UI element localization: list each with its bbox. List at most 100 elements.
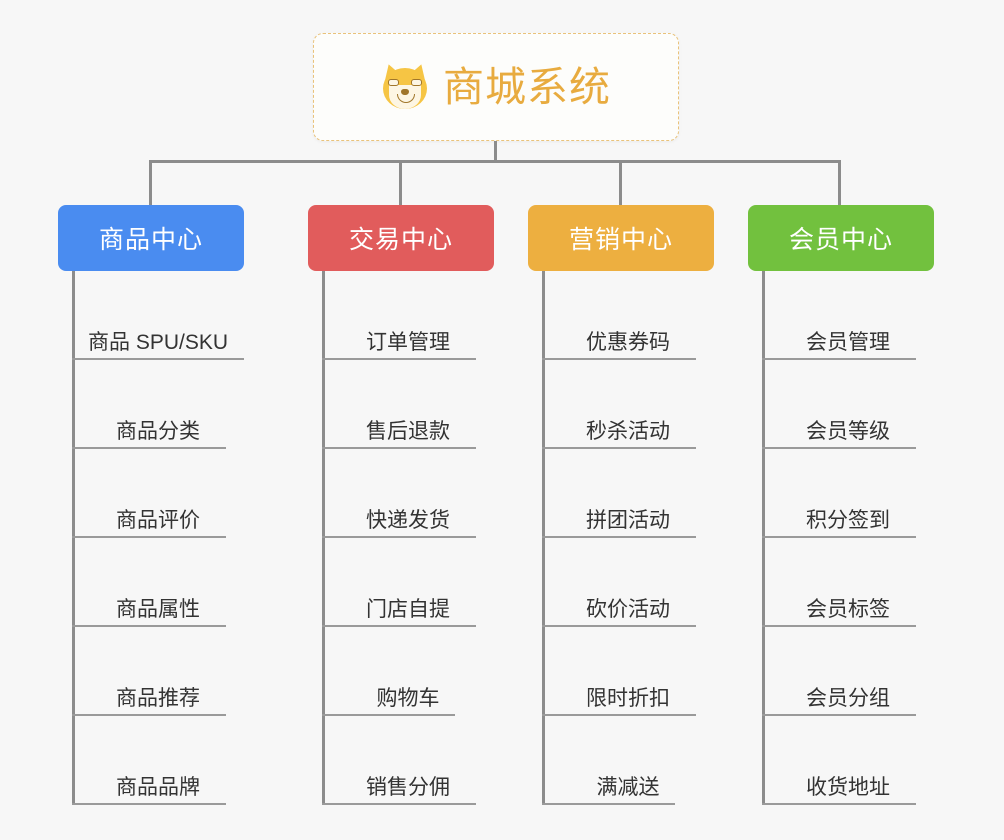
list-item[interactable]: 商品品牌 [72, 716, 244, 805]
connector-horizontal-bus [149, 160, 841, 163]
leaf-list-trade-center: 订单管理 售后退款 快递发货 门店自提 购物车 销售分佣 [322, 271, 494, 805]
leaf-label: 会员等级 [806, 420, 890, 443]
leaf-label: 满减送 [596, 776, 660, 799]
leaf-label: 商品 SPU/SKU [87, 331, 229, 354]
list-item[interactable]: 秒杀活动 [542, 360, 714, 449]
list-item[interactable]: 会员分组 [762, 627, 934, 716]
leaf-label: 销售分佣 [366, 776, 450, 799]
list-item[interactable]: 拼团活动 [542, 449, 714, 538]
leaf-label: 快递发货 [366, 509, 450, 532]
list-item[interactable]: 订单管理 [322, 271, 494, 360]
connector-spine-column-1 [72, 271, 75, 805]
category-box-marketing-center[interactable]: 营销中心 [528, 205, 714, 271]
connector-drop-column-2 [399, 160, 402, 206]
leaf-label: 积分签到 [806, 509, 890, 532]
list-item[interactable]: 满减送 [542, 716, 714, 805]
connector-root-stem [494, 141, 497, 162]
leaf-underline [322, 714, 455, 716]
leaf-underline [542, 714, 696, 716]
leaf-underline [542, 803, 675, 805]
list-item[interactable]: 商品推荐 [72, 627, 244, 716]
leaf-list-member-center: 会员管理 会员等级 积分签到 会员标签 会员分组 收货地址 [762, 271, 934, 805]
list-item[interactable]: 优惠券码 [542, 271, 714, 360]
root-node-mall-system[interactable]: 商城系统 [313, 33, 679, 141]
leaf-label: 购物车 [376, 687, 440, 710]
leaf-list-product-center: 商品 SPU/SKU 商品分类 商品评价 商品属性 商品推荐 商品品牌 [72, 271, 244, 805]
leaf-underline [762, 358, 916, 360]
leaf-underline [322, 358, 476, 360]
leaf-label: 订单管理 [366, 331, 450, 354]
category-box-member-center[interactable]: 会员中心 [748, 205, 934, 271]
leaf-underline [762, 625, 916, 627]
leaf-label: 商品推荐 [116, 687, 200, 710]
leaf-underline [322, 447, 476, 449]
leaf-underline [72, 358, 244, 360]
leaf-label: 优惠券码 [586, 331, 670, 354]
shiba-dog-face-icon [380, 61, 430, 111]
list-item[interactable]: 砍价活动 [542, 538, 714, 627]
connector-drop-column-1 [149, 160, 152, 206]
leaf-underline [542, 447, 696, 449]
leaf-label: 限时折扣 [586, 687, 670, 710]
shiba-eye-right-icon [411, 79, 422, 86]
connector-drop-column-3 [619, 160, 622, 206]
list-item[interactable]: 商品 SPU/SKU [72, 271, 244, 360]
list-item[interactable]: 购物车 [322, 627, 494, 716]
leaf-label: 收货地址 [806, 776, 890, 799]
list-item[interactable]: 会员管理 [762, 271, 934, 360]
leaf-label: 商品分类 [116, 420, 200, 443]
list-item[interactable]: 售后退款 [322, 360, 494, 449]
list-item[interactable]: 收货地址 [762, 716, 934, 805]
category-box-product-center[interactable]: 商品中心 [58, 205, 244, 271]
root-node-title: 商城系统 [443, 63, 611, 110]
shiba-nose-icon [401, 89, 409, 95]
leaf-label: 售后退款 [366, 420, 450, 443]
leaf-underline [762, 536, 916, 538]
shiba-eye-left-icon [388, 79, 399, 86]
list-item[interactable]: 快递发货 [322, 449, 494, 538]
connector-spine-column-4 [762, 271, 765, 805]
category-title: 会员中心 [788, 226, 893, 254]
list-item[interactable]: 商品评价 [72, 449, 244, 538]
leaf-label: 拼团活动 [586, 509, 670, 532]
list-item[interactable]: 会员标签 [762, 538, 934, 627]
list-item[interactable]: 积分签到 [762, 449, 934, 538]
leaf-underline [542, 536, 696, 538]
branch-column-product-center: 商品中心 商品 SPU/SKU 商品分类 商品评价 商品属性 商品推荐 [58, 205, 244, 805]
leaf-label: 门店自提 [366, 598, 450, 621]
list-item[interactable]: 限时折扣 [542, 627, 714, 716]
leaf-label: 砍价活动 [586, 598, 670, 621]
leaf-underline [762, 714, 916, 716]
leaf-underline [72, 714, 226, 716]
list-item[interactable]: 门店自提 [322, 538, 494, 627]
list-item[interactable]: 商品分类 [72, 360, 244, 449]
list-item[interactable]: 销售分佣 [322, 716, 494, 805]
category-title: 商品中心 [98, 226, 203, 254]
category-title: 交易中心 [348, 226, 453, 254]
leaf-list-marketing-center: 优惠券码 秒杀活动 拼团活动 砍价活动 限时折扣 满减送 [542, 271, 714, 805]
list-item[interactable]: 商品属性 [72, 538, 244, 627]
leaf-underline [322, 803, 476, 805]
leaf-underline [72, 803, 226, 805]
connector-drop-column-4 [838, 160, 841, 206]
connector-spine-column-3 [542, 271, 545, 805]
branch-column-member-center: 会员中心 会员管理 会员等级 积分签到 会员标签 会员分组 [748, 205, 934, 805]
category-box-trade-center[interactable]: 交易中心 [308, 205, 494, 271]
list-item[interactable]: 会员等级 [762, 360, 934, 449]
root-node-content: 商城系统 [380, 61, 611, 111]
leaf-underline [542, 625, 696, 627]
connector-spine-column-2 [322, 271, 325, 805]
leaf-underline [542, 358, 696, 360]
leaf-label: 会员标签 [806, 598, 890, 621]
leaf-label: 秒杀活动 [586, 420, 670, 443]
leaf-label: 商品品牌 [116, 776, 200, 799]
branch-column-marketing-center: 营销中心 优惠券码 秒杀活动 拼团活动 砍价活动 限时折扣 [528, 205, 714, 805]
leaf-underline [72, 625, 226, 627]
leaf-underline [72, 447, 226, 449]
leaf-label: 会员分组 [806, 687, 890, 710]
leaf-underline [762, 803, 916, 805]
leaf-underline [322, 625, 476, 627]
branch-column-trade-center: 交易中心 订单管理 售后退款 快递发货 门店自提 购物车 [308, 205, 494, 805]
leaf-underline [762, 447, 916, 449]
